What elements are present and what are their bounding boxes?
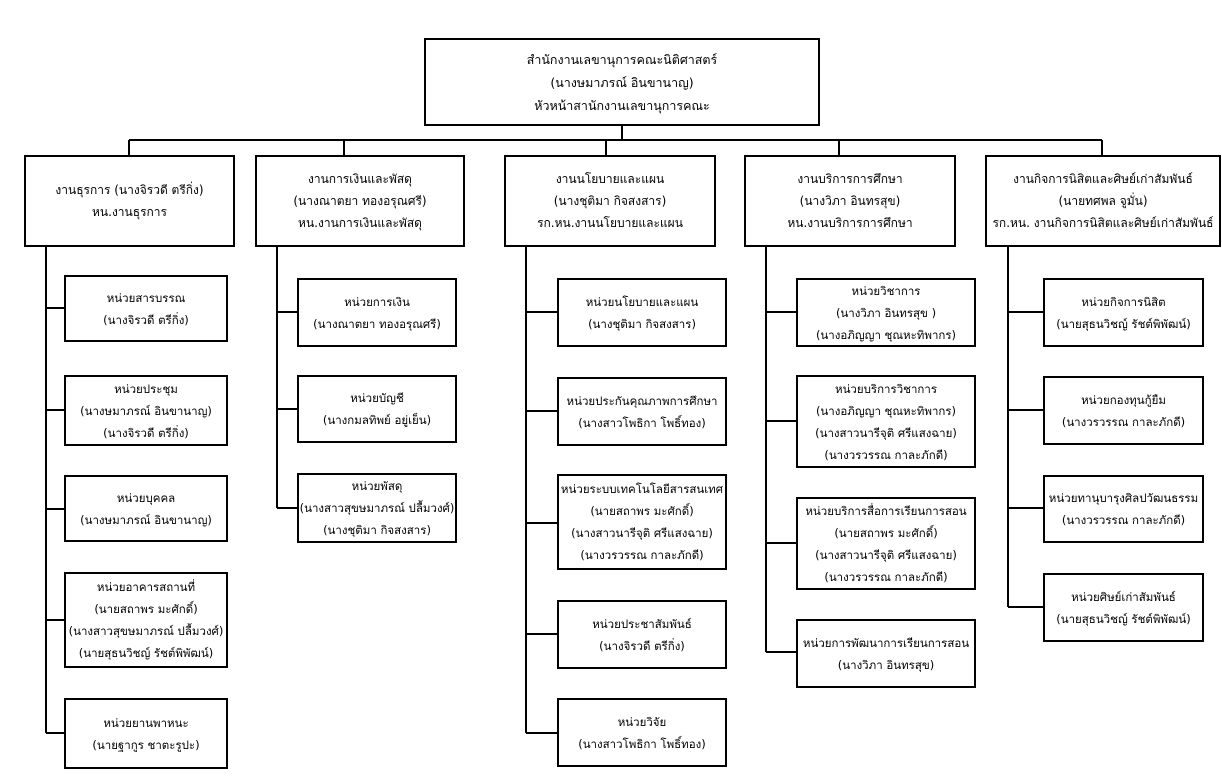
unit-title: หน่วยระบบเทคโนโลยีสารสนเทศ: [560, 482, 724, 496]
unit-meeting-box: หน่วยประชุม (นางษมาภรณ์ อินขานาญ) (นางจิ…: [64, 375, 228, 446]
division-person: (นางวิภา อินทรสุข): [799, 194, 901, 208]
unit-personnel-box: หน่วยบุคคล (นางษมาภรณ์ อินขานาญ): [64, 475, 228, 542]
division-role: รก.หน. งานกิจการนิสิตและศิษย์เก่าสัมพันธ…: [992, 216, 1214, 230]
unit-person: (นางสาวนารีจุติ ศรีแสงฉาย): [815, 547, 957, 562]
unit-person: (นายสถาพร มะศักดิ์): [590, 504, 694, 518]
division-admin-box: งานธุรการ (นางจิรวดี ตรีกิ่ง) หน.งานธุรก…: [24, 155, 235, 247]
unit-person: (นางษมาภรณ์ อินขานาญ): [80, 512, 212, 527]
unit-title: หน่วยประกันคุณภาพการศึกษา: [566, 393, 718, 408]
unit-person: (นายสุธนวิชญ์ รัชต์พิพัฒน์): [78, 646, 214, 660]
unit-person: (นางวรวรรณ กาละภักดี): [824, 569, 948, 584]
division-role: รก.หน.งานนโยบายและแผน: [537, 216, 683, 230]
unit-policy-plan-box: หน่วยนโยบายและแผน (นางชุติมา กิจสงสาร): [557, 278, 727, 347]
unit-alumni-box: หน่วยศิษย์เก่าสัมพันธ์ (นายสุธนวิชญ์ รัช…: [1043, 573, 1204, 642]
division-role: หน.งานธุรการ: [92, 205, 167, 219]
unit-teaching-media-box: หน่วยบริการสื่อการเรียนการสอน (นายสถาพร …: [796, 497, 976, 590]
division-title: งานกิจการนิสิตและศิษย์เก่าสัมพันธ์: [1013, 172, 1193, 186]
unit-person: (นางวรวรรณ กาละภักดี): [580, 548, 704, 562]
unit-person: (นายสถาพร มะศักดิ์): [834, 525, 938, 540]
unit-title: หน่วยบุคคล: [116, 490, 176, 505]
unit-person: (นางสาวโพธิกา โพธิ์ทอง): [578, 736, 706, 751]
unit-title: หน่วยนโยบายและแผน: [585, 294, 699, 309]
head-office-person: (นางษมาภรณ์ อินขานาญ): [550, 74, 694, 90]
unit-finance-box: หน่วยการเงิน (นางณาตยา ทองอรุณศรี): [297, 278, 457, 347]
head-office-box: สำนักงานเลขานุการคณะนิติศาสตร์ (นางษมาภร…: [424, 38, 820, 126]
unit-title: หน่วยกิจการนิสิต: [1081, 294, 1166, 309]
unit-title: หน่วยศิษย์เก่าสัมพันธ์: [1071, 589, 1176, 604]
division-title: งานธุรการ (นางจิรวดี ตรีกิ่ง): [55, 183, 204, 197]
unit-person: (นายสถาพร มะศักดิ์): [94, 602, 198, 616]
unit-loan-fund-box: หน่วยกองทุนกู้ยืม (นางวรวรรณ กาละภักดี): [1043, 376, 1204, 445]
unit-person: (นายฐากูร ชาตะรูปะ): [92, 737, 200, 752]
unit-person: (นางชุติมา กิจสงสาร): [323, 523, 431, 537]
unit-title: หน่วยวิชาการ: [851, 283, 921, 298]
unit-research-box: หน่วยวิจัย (นางสาวโพธิกา โพธิ์ทอง): [557, 698, 727, 767]
division-academic-service-box: งานบริการการศึกษา (นางวิภา อินทรสุข) หน.…: [744, 155, 956, 247]
unit-title: หน่วยกองทุนกู้ยืม: [1081, 392, 1166, 407]
unit-it-box: หน่วยระบบเทคโนโลยีสารสนเทศ (นายสถาพร มะศ…: [557, 474, 727, 570]
unit-building-box: หน่วยอาคารสถานที่ (นายสถาพร มะศักดิ์) (น…: [64, 572, 228, 668]
unit-person: (นางกมลทิพย์ อยู่เย็น): [322, 413, 432, 427]
unit-person: (นางษมาภรณ์ อินขานาญ): [80, 403, 212, 418]
unit-person: (นางสาวสุขษมาภรณ์ ปลื้มวงศ์): [68, 624, 224, 638]
unit-public-relations-box: หน่วยประชาสัมพันธ์ (นางจิรวดี ตรีกิ่ง): [557, 600, 727, 669]
unit-title: หน่วยบริการวิชาการ: [834, 381, 938, 396]
division-policy-box: งานนโยบายและแผน (นางชุติมา กิจสงสาร) รก.…: [504, 155, 716, 247]
unit-correspondence-box: หน่วยสารบรรณ (นางจิรวดี ตรีกิ่ง): [64, 275, 228, 342]
unit-person: (นางอภิญญา ชุณหะทิพากร): [815, 327, 957, 342]
head-office-title: สำนักงานเลขานุการคณะนิติศาสตร์: [526, 51, 718, 67]
unit-person: (นางสาวโพธิกา โพธิ์ทอง): [578, 415, 706, 430]
division-person: (นายทศพล จูมั่น): [1058, 194, 1148, 208]
division-title: งานการเงินและพัสดุ: [308, 172, 412, 186]
unit-supplies-box: หน่วยพัสดุ (นางสาวสุขษมาภรณ์ ปลื้มวงศ์) …: [297, 473, 457, 543]
division-student-affairs-box: งานกิจการนิสิตและศิษย์เก่าสัมพันธ์ (นายท…: [985, 155, 1221, 247]
unit-academic-service-box: หน่วยบริการวิชาการ (นางอภิญญา ชุณหะทิพาก…: [796, 375, 976, 468]
unit-person: (นางวรวรรณ กาละภักดี): [824, 447, 948, 462]
division-title: งานนโยบายและแผน: [555, 172, 665, 186]
unit-title: หน่วยประชาสัมพันธ์: [592, 616, 692, 631]
unit-person: (นายสุธนวิชญ์ รัชต์พิพัฒน์): [1056, 611, 1191, 626]
unit-person: (นางอภิญญา ชุณหะทิพากร): [815, 403, 957, 418]
unit-title: หน่วยวิจัย: [617, 714, 667, 729]
unit-title: หน่วยประชุม: [114, 381, 178, 396]
unit-title: หน่วยทานุบารุงศิลปวัฒนธรรม: [1048, 491, 1199, 505]
head-office-role: หัวหน้าสานักงานเลขานุการคณะ: [534, 97, 710, 113]
unit-person: (นางชุติมา กิจสงสาร): [588, 316, 696, 331]
unit-person: (นางสาวนารีจุติ ศรีแสงฉาย): [815, 425, 957, 440]
unit-person: (นางจิรวดี ตรีกิ่ง): [599, 638, 685, 653]
unit-quality-assurance-box: หน่วยประกันคุณภาพการศึกษา (นางสาวโพธิกา …: [557, 377, 727, 446]
division-title: งานบริการการศึกษา: [797, 172, 903, 186]
unit-vehicle-box: หน่วยยานพาหนะ (นายฐากูร ชาตะรูปะ): [64, 698, 228, 769]
unit-student-affairs-box: หน่วยกิจการนิสิต (นายสุธนวิชญ์ รัชต์พิพั…: [1043, 278, 1204, 347]
unit-person: (นางสาวสุขษมาภรณ์ ปลื้มวงศ์): [299, 501, 455, 515]
unit-title: หน่วยพัสดุ: [351, 479, 403, 493]
unit-person: (นางวิภา อินทรสุข ): [835, 305, 937, 320]
unit-person: (นางจิรวดี ตรีกิ่ง): [103, 425, 189, 440]
unit-title: หน่วยอาคารสถานที่: [96, 580, 196, 594]
unit-title: หน่วยสารบรรณ: [106, 290, 186, 305]
unit-person: (นางวิภา อินทรสุข): [837, 657, 935, 672]
unit-title: หน่วยบัญชี: [350, 391, 404, 405]
unit-title: หน่วยการเงิน: [344, 294, 410, 309]
unit-academic-box: หน่วยวิชาการ (นางวิภา อินทรสุข ) (นางอภิ…: [796, 278, 976, 347]
unit-person: (นางวรวรรณ กาละภักดี): [1061, 414, 1186, 429]
unit-teaching-development-box: หน่วยการพัฒนาการเรียนการสอน (นางวิภา อิน…: [796, 619, 976, 688]
division-person: (นางณาตยา ทองอรุณศรี): [293, 194, 427, 208]
division-role: หน.งานบริการการศึกษา: [787, 216, 913, 230]
unit-person: (นางจิรวดี ตรีกิ่ง): [103, 312, 189, 327]
unit-arts-culture-box: หน่วยทานุบารุงศิลปวัฒนธรรม (นางวรวรรณ กา…: [1043, 475, 1204, 543]
division-finance-box: งานการเงินและพัสดุ (นางณาตยา ทองอรุณศรี)…: [255, 155, 465, 247]
division-person: (นางชุติมา กิจสงสาร): [553, 194, 667, 208]
division-role: หน.งานการเงินและพัสดุ: [298, 216, 422, 230]
unit-person: (นายสุธนวิชญ์ รัชต์พิพัฒน์): [1056, 316, 1191, 331]
unit-title: หน่วยการพัฒนาการเรียนการสอน: [802, 635, 970, 650]
unit-person: (นางวรวรรณ กาละภักดี): [1061, 513, 1186, 527]
unit-person: (นางสาวนารีจุติ ศรีแสงฉาย): [571, 526, 713, 540]
unit-title: หน่วยยานพาหนะ: [103, 715, 189, 730]
unit-accounting-box: หน่วยบัญชี (นางกมลทิพย์ อยู่เย็น): [297, 375, 457, 443]
unit-person: (นางณาตยา ทองอรุณศรี): [313, 316, 441, 331]
unit-title: หน่วยบริการสื่อการเรียนการสอน: [805, 503, 967, 518]
